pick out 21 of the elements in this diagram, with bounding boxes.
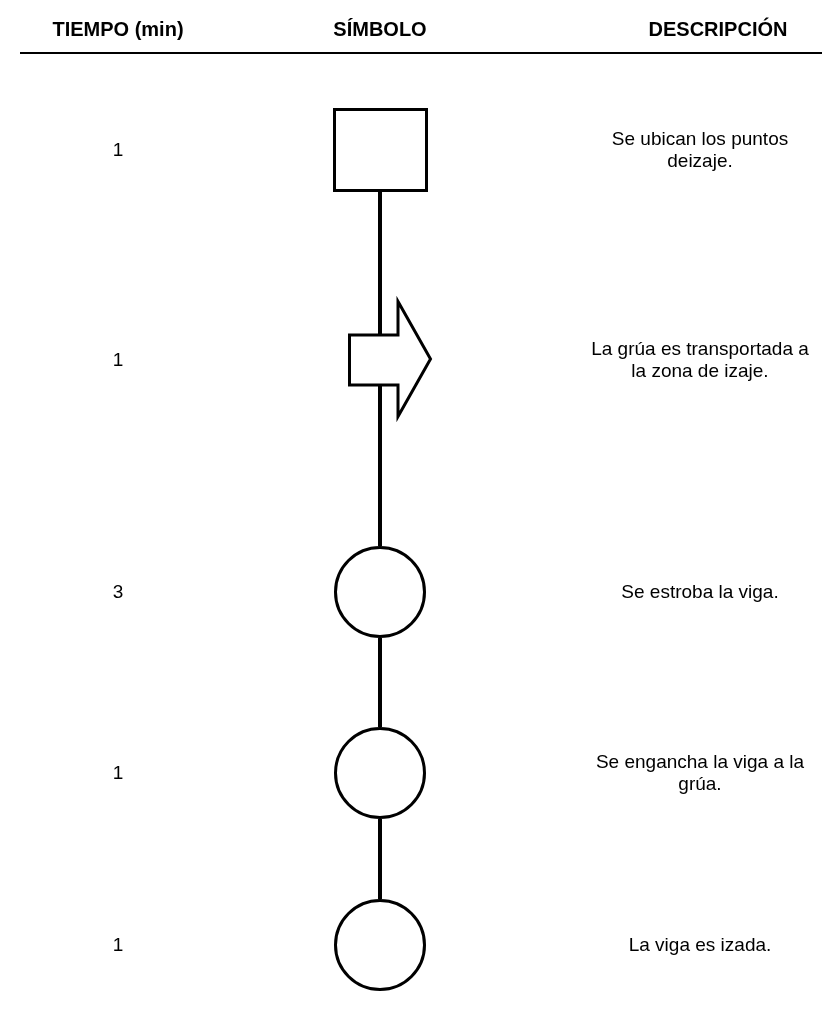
step-description: Se ubican los puntos deizaje. xyxy=(610,128,790,172)
time-value: 1 xyxy=(112,934,124,956)
connector-line xyxy=(378,192,382,335)
column-header: SÍMBOLO xyxy=(333,18,427,41)
step-description: Se engancha la viga a la grúa. xyxy=(594,751,806,795)
time-value: 1 xyxy=(112,762,124,784)
connector-line xyxy=(378,385,382,546)
time-value: 1 xyxy=(112,349,124,371)
time-value: 1 xyxy=(112,139,124,161)
operation-circle xyxy=(334,546,426,638)
step-description: Se estroba la viga. xyxy=(620,581,780,603)
operation-square xyxy=(333,108,428,192)
connector-line xyxy=(378,638,382,727)
column-header: DESCRIPCIÓN xyxy=(648,18,788,41)
operation-circle xyxy=(334,727,426,819)
column-header: TIEMPO (min) xyxy=(52,18,184,41)
time-value: 3 xyxy=(112,581,124,603)
operation-circle xyxy=(334,899,426,991)
step-description: La viga es izada. xyxy=(627,934,773,956)
connector-line xyxy=(378,819,382,899)
step-description: La grúa es transportada a la zona de izaje. xyxy=(590,338,810,382)
